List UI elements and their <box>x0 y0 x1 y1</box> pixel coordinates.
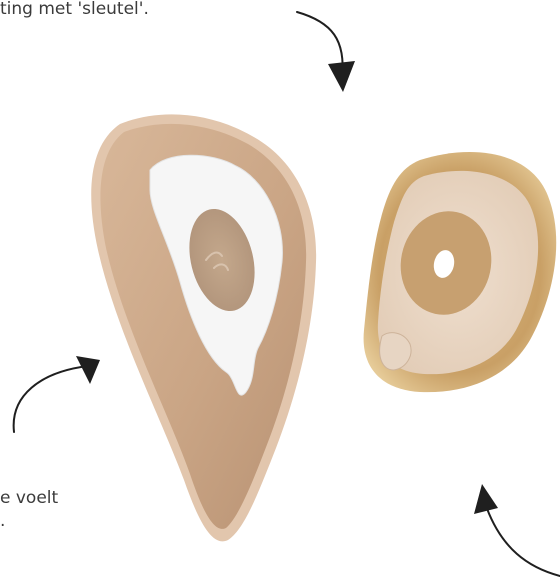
curved-arrow-icon <box>297 12 355 92</box>
caption-top: ting met 'sleutel'. <box>0 0 149 20</box>
curved-arrow-icon <box>14 356 100 432</box>
caption-left-line-2: . <box>0 510 5 532</box>
curved-arrow-icon <box>474 484 560 576</box>
left-stoma-plate <box>91 114 316 541</box>
right-stoma-plate <box>364 152 557 392</box>
caption-left-line-1: e voelt <box>0 487 58 509</box>
